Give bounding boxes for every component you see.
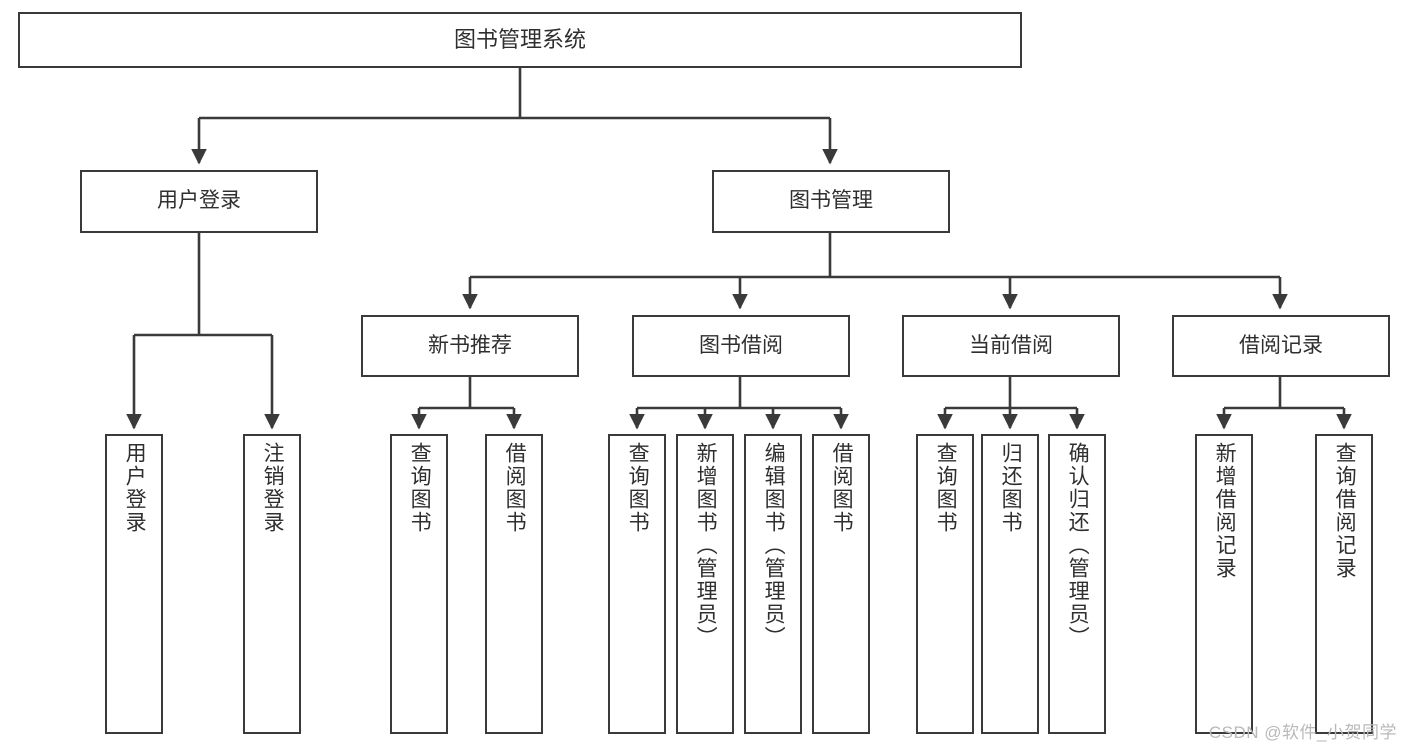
node-current-borrow[interactable]: 当前借阅 bbox=[902, 315, 1120, 377]
node-leaf-add-record[interactable]: 新增借阅记录 bbox=[1195, 434, 1253, 734]
node-borrow-record[interactable]: 借阅记录 bbox=[1172, 315, 1390, 377]
node-leaf-user-logout-label: 注销登录 bbox=[261, 442, 285, 534]
node-leaf-edit-book-label: 编辑图书（管理员） bbox=[762, 442, 786, 649]
node-leaf-borrow-book-1[interactable]: 借阅图书 bbox=[485, 434, 543, 734]
node-leaf-add-book[interactable]: 新增图书（管理员） bbox=[676, 434, 734, 734]
node-leaf-query-book-1-label: 查询图书 bbox=[408, 442, 432, 534]
node-leaf-query-book-3-label: 查询图书 bbox=[934, 442, 958, 534]
node-leaf-query-record-label: 查询借阅记录 bbox=[1333, 442, 1357, 580]
node-leaf-borrow-book-2-label: 借阅图书 bbox=[830, 442, 854, 534]
node-leaf-add-book-label: 新增图书（管理员） bbox=[694, 442, 718, 649]
node-leaf-user-login[interactable]: 用户登录 bbox=[105, 434, 163, 734]
node-leaf-edit-book[interactable]: 编辑图书（管理员） bbox=[744, 434, 802, 734]
node-leaf-return-book-label: 归还图书 bbox=[999, 442, 1023, 534]
node-leaf-query-book-2[interactable]: 查询图书 bbox=[608, 434, 666, 734]
csdn-watermark: CSDN @软件_小贺同学 bbox=[1208, 723, 1397, 742]
node-leaf-query-book-2-label: 查询图书 bbox=[626, 442, 650, 534]
node-leaf-query-book-3[interactable]: 查询图书 bbox=[916, 434, 974, 734]
node-borrow-record-label: 借阅记录 bbox=[1239, 333, 1323, 357]
node-user-login[interactable]: 用户登录 bbox=[80, 170, 318, 233]
node-user-login-label: 用户登录 bbox=[157, 189, 241, 213]
node-book-borrow-label: 图书借阅 bbox=[699, 333, 783, 357]
node-leaf-confirm-return-label: 确认归还（管理员） bbox=[1066, 442, 1090, 649]
node-leaf-return-book[interactable]: 归还图书 bbox=[981, 434, 1039, 734]
node-leaf-query-record[interactable]: 查询借阅记录 bbox=[1315, 434, 1373, 734]
node-leaf-query-book-1[interactable]: 查询图书 bbox=[390, 434, 448, 734]
node-leaf-add-record-label: 新增借阅记录 bbox=[1213, 442, 1237, 580]
node-root-system[interactable]: 图书管理系统 bbox=[18, 12, 1022, 68]
node-book-management-label: 图书管理 bbox=[789, 189, 873, 213]
node-current-borrow-label: 当前借阅 bbox=[969, 333, 1053, 357]
node-new-book-recommend[interactable]: 新书推荐 bbox=[361, 315, 579, 377]
node-book-management[interactable]: 图书管理 bbox=[712, 170, 950, 233]
node-leaf-user-logout[interactable]: 注销登录 bbox=[243, 434, 301, 734]
node-root-label: 图书管理系统 bbox=[453, 27, 586, 53]
node-leaf-borrow-book-2[interactable]: 借阅图书 bbox=[812, 434, 870, 734]
node-new-book-recommend-label: 新书推荐 bbox=[428, 333, 512, 357]
node-leaf-user-login-label: 用户登录 bbox=[123, 442, 147, 534]
node-leaf-confirm-return[interactable]: 确认归还（管理员） bbox=[1048, 434, 1106, 734]
node-book-borrow[interactable]: 图书借阅 bbox=[632, 315, 850, 377]
node-leaf-borrow-book-1-label: 借阅图书 bbox=[503, 442, 527, 534]
